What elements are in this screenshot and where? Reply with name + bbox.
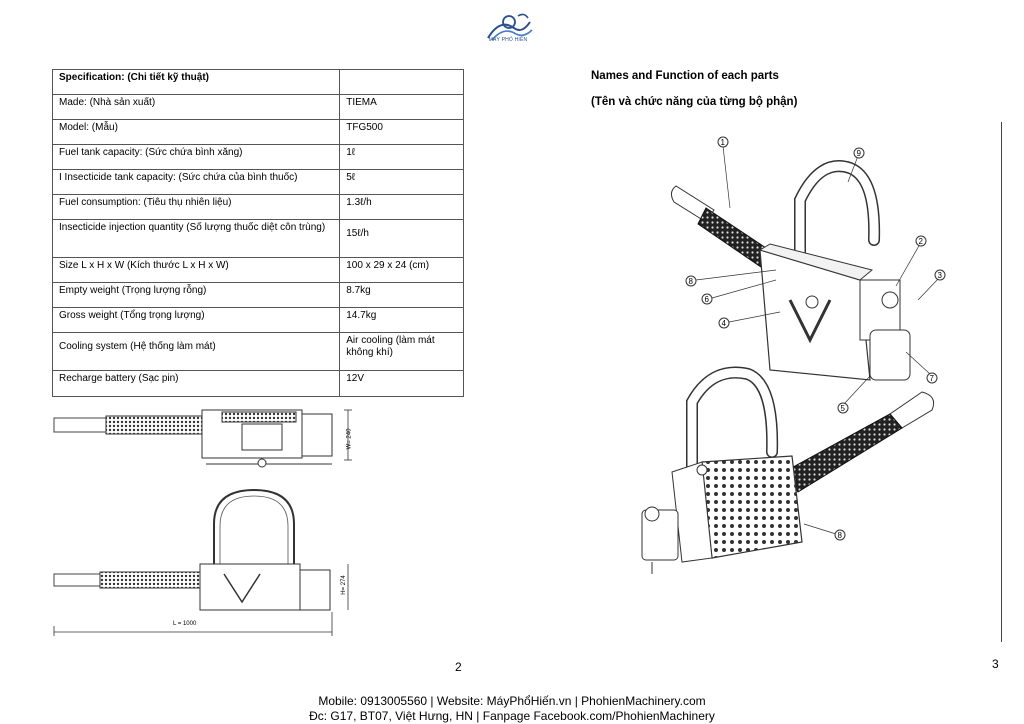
spec-value: 100 x 29 x 24 (cm) <box>339 257 464 283</box>
spec-value: TFG500 <box>339 119 464 145</box>
table-row: I Insecticide tank capacity: (Sức chứa c… <box>51 169 464 195</box>
machine-illustration-top <box>670 160 911 381</box>
table-row: Fuel consumption: (Tiêu thụ nhiên liệu)1… <box>51 194 464 220</box>
callout-2: 2 <box>919 237 924 246</box>
table-row: Cooling system (Hệ thống làm mát)Air coo… <box>51 332 464 371</box>
callout-6: 6 <box>705 295 710 304</box>
height-dimension-label: H= 274 <box>340 575 347 595</box>
spec-value: 1.3ℓ/h <box>339 194 464 220</box>
spec-value: TIEMA <box>339 94 464 120</box>
spec-label: Made: (Nhà sản xuất) <box>51 94 341 120</box>
spec-value: Air cooling (làm mát không khí) <box>339 332 464 371</box>
callouts-bottom: 8 <box>803 523 846 541</box>
spec-header: Specification: (Chi tiết kỹ thuật) <box>51 69 341 95</box>
width-dimension-label: W= 240 <box>346 428 353 450</box>
spec-label: Gross weight (Tổng trọng lượng) <box>51 307 341 333</box>
spec-value: 8.7kg <box>339 282 464 308</box>
spec-label: Cooling system (Hệ thống làm mát) <box>51 332 341 371</box>
callout-4: 4 <box>722 319 727 328</box>
table-row: Made: (Nhà sản xuất)TIEMA <box>51 94 464 120</box>
parts-section-subtitle: (Tên và chức năng của từng bộ phận) <box>591 96 798 108</box>
spec-value: 1ℓ <box>339 144 464 170</box>
parts-section-title: Names and Function of each parts <box>591 70 779 82</box>
machine-illustration-bottom <box>641 366 935 574</box>
table-row: Model: (Mẫu)TFG500 <box>51 119 464 145</box>
callout-8-bottom: 8 <box>838 531 843 540</box>
length-dimension-label: L = 1000 <box>173 621 197 627</box>
callouts-top: 1 9 2 3 8 6 4 7 5 <box>685 136 946 414</box>
spec-value: 12V <box>339 370 464 397</box>
table-row: Gross weight (Tổng trọng lượng)14.7kg <box>51 307 464 333</box>
spec-label: I Insecticide tank capacity: (Sức chứa c… <box>51 169 341 195</box>
footer-contact-line: Mobile: 0913005560 | Website: MáyPhổHiến… <box>318 694 706 708</box>
callout-5: 5 <box>841 404 846 413</box>
callout-1: 1 <box>721 138 726 147</box>
callout-7: 7 <box>930 374 935 383</box>
spec-label: Model: (Mẫu) <box>51 119 341 145</box>
spec-label: Size L x H x W (Kích thước L x H x W) <box>51 257 341 283</box>
spec-label: Insecticide injection quantity (Số lượng… <box>51 219 341 258</box>
callout-9: 9 <box>857 149 862 158</box>
table-row: Size L x H x W (Kích thước L x H x W)100… <box>51 257 464 283</box>
callout-3: 3 <box>938 271 943 280</box>
footer-address-line: Đc: G17, BT07, Việt Hưng, HN | Fanpage F… <box>309 709 715 723</box>
callout-8: 8 <box>689 277 694 286</box>
table-row: Empty weight (Trọng lượng rỗng)8.7kg <box>51 282 464 308</box>
page-number-left: 2 <box>455 660 462 674</box>
spec-value: 5ℓ <box>339 169 464 195</box>
page-divider <box>1001 122 1002 642</box>
table-row: Recharge battery (Sạc pin)12V <box>51 370 464 397</box>
side-view-drawing <box>53 488 349 636</box>
spec-label: Fuel consumption: (Tiêu thụ nhiên liệu) <box>51 194 341 220</box>
top-view-drawing <box>53 409 352 468</box>
spec-value: 15ℓ/h <box>339 219 464 258</box>
spec-label: Empty weight (Trọng lượng rỗng) <box>51 282 341 308</box>
specification-table: Specification: (Chi tiết kỹ thuật) Made:… <box>51 69 464 397</box>
table-row: Insecticide injection quantity (Số lượng… <box>51 219 464 258</box>
brand-logo-icon <box>487 13 533 41</box>
brand-logo-text: MÁY PHỔ HIỀN <box>488 37 528 43</box>
spec-label: Recharge battery (Sạc pin) <box>51 370 341 397</box>
page-number-right: 3 <box>992 657 999 671</box>
spec-value: 14.7kg <box>339 307 464 333</box>
table-row: Specification: (Chi tiết kỹ thuật) <box>51 69 464 95</box>
spec-label: Fuel tank capacity: (Sức chứa bình xăng) <box>51 144 341 170</box>
table-row: Fuel tank capacity: (Sức chứa bình xăng)… <box>51 144 464 170</box>
